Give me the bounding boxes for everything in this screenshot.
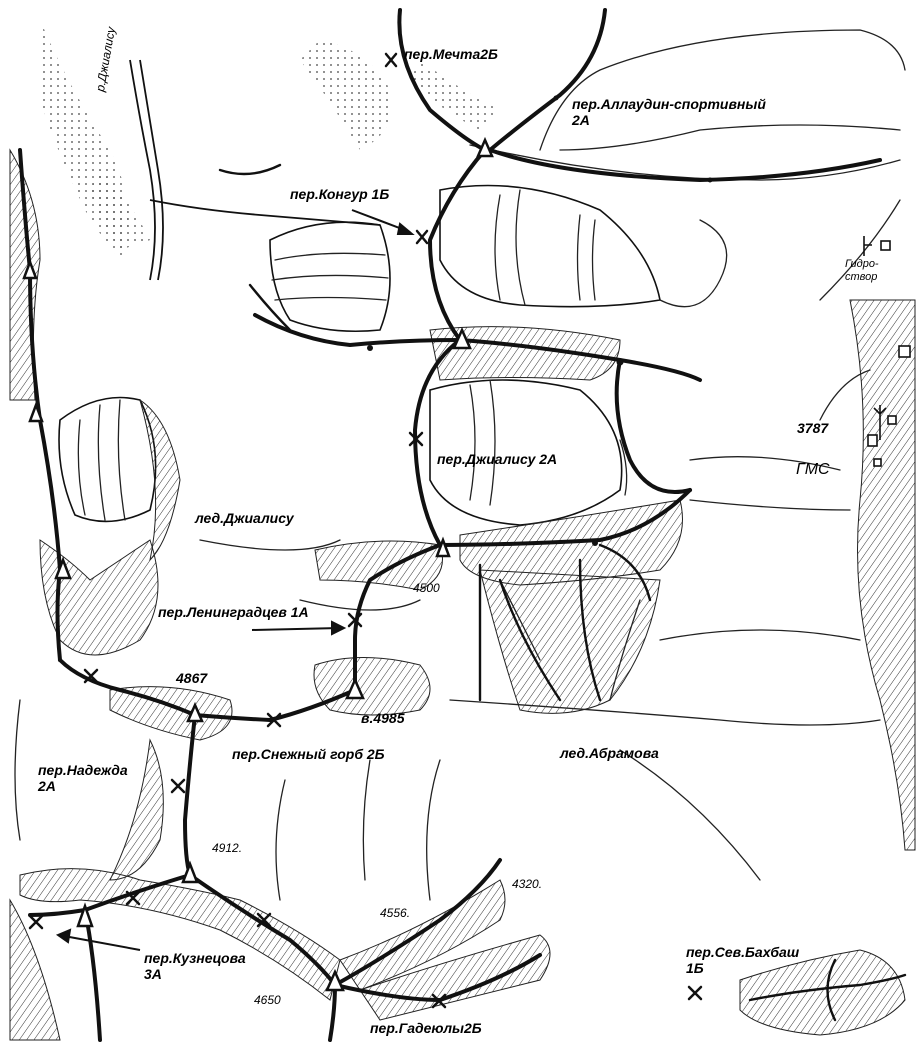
height-3787: 3787	[797, 420, 829, 436]
ridge-lines	[18, 8, 907, 1042]
pass-label-allaudin: пер.Аллаудин-спортивный 2А	[572, 96, 766, 128]
pass-label-gadeyuly: пер.Гадеюлы2Б	[370, 1020, 482, 1036]
glacier-label-abramova: лед.Абрамова	[560, 745, 659, 761]
height-4320: 4320.	[512, 877, 543, 891]
pass-label-kuznetsova: пер.Кузнецова 3А	[144, 950, 246, 982]
pass-label-mechta: пер.Мечта2Б	[404, 46, 498, 62]
pass-label-nadezhda: пер.Надежда 2А	[38, 762, 128, 794]
station-symbols	[863, 236, 911, 467]
gidrostvor-label: Гидро- створ	[845, 258, 879, 283]
label-arrows	[55, 209, 415, 951]
pass-markers	[28, 52, 703, 1009]
height-4912: 4912.	[212, 841, 243, 855]
upper-glaciers	[58, 184, 661, 526]
height-4500: 4500	[413, 581, 440, 595]
pass-label-snezhny: пер.Снежный горб 2Б	[232, 746, 385, 762]
moraine-areas	[40, 20, 500, 260]
pass-label-kongur: пер.Конгур 1Б	[290, 186, 390, 202]
height-4985: в.4985	[361, 710, 405, 726]
summit-markers	[22, 136, 494, 992]
ridge-points	[367, 95, 713, 546]
gms-label: ГМС	[796, 461, 830, 478]
pass-label-sev-bakhbash: пер.Сев.Бахбаш 1Б	[686, 944, 800, 976]
pass-label-leningradtsev: пер.Ленинградцев 1А	[158, 604, 309, 620]
pass-label-dzhialisu: пер.Джиалису 2А	[437, 451, 558, 467]
glacier-label-dzhialisu: лед.Джиалису	[195, 510, 294, 526]
height-4556: 4556.	[380, 906, 411, 920]
height-4867: 4867	[176, 670, 208, 686]
height-4650: 4650	[254, 993, 281, 1007]
river-dzhialisu	[129, 59, 381, 281]
